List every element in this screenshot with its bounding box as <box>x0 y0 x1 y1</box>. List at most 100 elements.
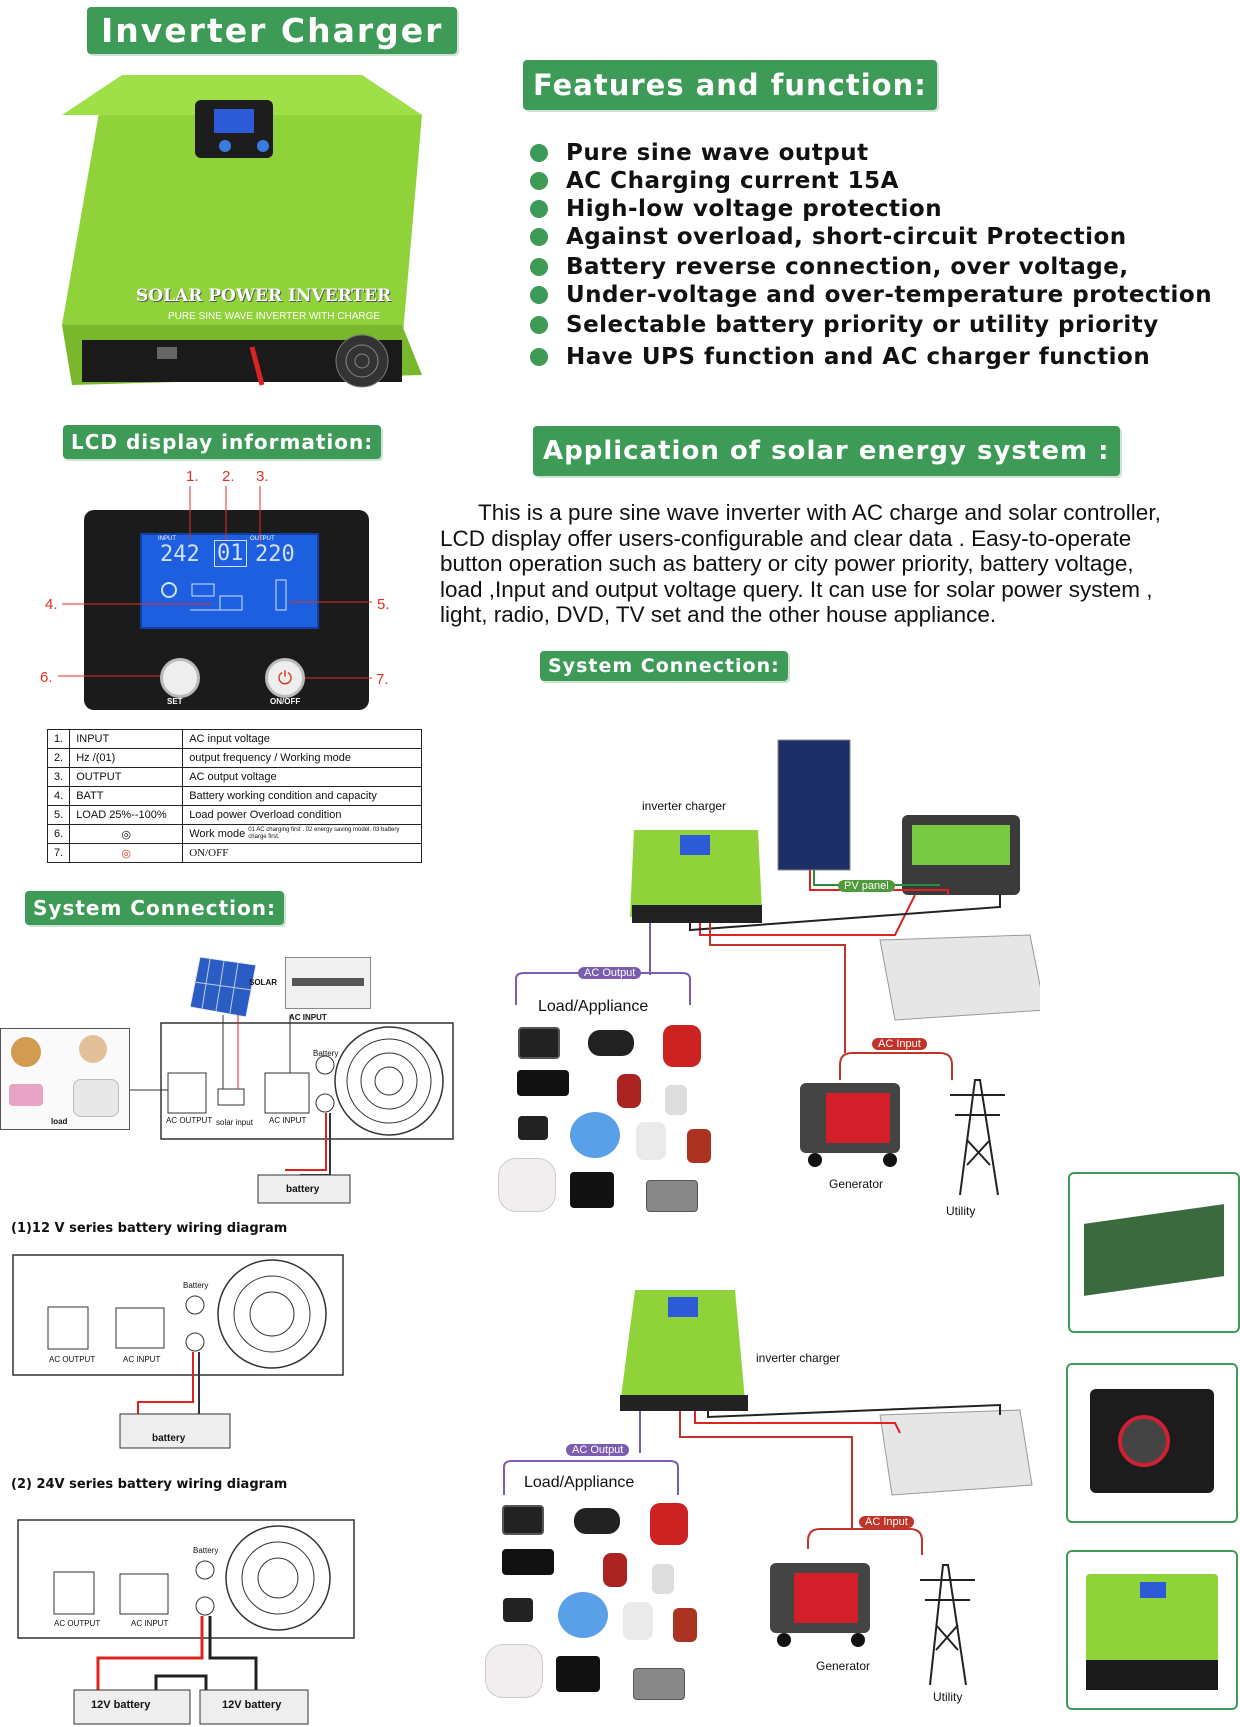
row-name: BATT <box>69 786 184 806</box>
product-subtitle: PURE SINE WAVE INVERTER WITH CHARGE <box>168 311 381 322</box>
breaker-strip <box>292 978 364 986</box>
system-diagram-top <box>515 739 1040 1196</box>
row-name: ◎ <box>69 824 184 844</box>
bullet-icon <box>530 228 548 246</box>
water-kettle-icon <box>636 1122 666 1160</box>
phone-icon <box>518 1116 548 1140</box>
solar-label: SOLAR <box>249 978 277 987</box>
application-line: light, radio, DVD, TV set and the other … <box>440 602 997 627</box>
feature-item: Against overload, short-circuit Protecti… <box>530 224 1127 250</box>
induction-cooker-icon <box>556 1656 600 1692</box>
battery-label-left: Battery <box>313 1049 339 1058</box>
battery-12v-label-b: 12V battery <box>222 1699 282 1711</box>
lcd-icons <box>161 579 287 611</box>
features-title: Features and function: <box>523 60 937 110</box>
product-brand-text: SOLAR POWER INVERTER <box>136 286 392 306</box>
lcd-callout-2: 2. <box>222 468 235 485</box>
system-diagram-bottom <box>503 1290 1033 1686</box>
juicer-icon <box>687 1129 711 1163</box>
microwave-icon <box>646 1180 698 1212</box>
row-note: 01 AC charging first . 02 energy saving … <box>248 827 400 840</box>
ac-output-label-left: AC OUTPUT <box>166 1116 213 1125</box>
rice-cooker-white-icon <box>485 1644 543 1698</box>
lcd-callout-4: 4. <box>45 596 58 613</box>
row-name: Hz /(01) <box>69 748 184 768</box>
feature-item: High-low voltage protection <box>530 196 942 222</box>
ac-input-label-24v: AC INPUT <box>131 1619 169 1628</box>
lcd-input-label: INPUT <box>158 536 176 542</box>
ac-input-pill-bottom: AC Input <box>859 1516 914 1528</box>
bullet-icon <box>530 316 548 334</box>
rice-cooker-icon <box>73 1079 119 1117</box>
table-row: 5.LOAD 25%--100%Load power Overload cond… <box>46 805 423 825</box>
row-num: 1. <box>46 729 71 749</box>
inverter-charger-label-top: inverter charger <box>642 799 727 813</box>
pcb-photo <box>1068 1172 1240 1333</box>
dvd-player-icon <box>517 1070 569 1096</box>
lcd-callout-5: 5. <box>377 596 390 613</box>
hair-dryer-icon <box>588 1030 634 1056</box>
microwave-icon <box>633 1668 685 1700</box>
row-num: 5. <box>46 805 71 825</box>
egg-cooker-icon <box>570 1112 620 1158</box>
application-title: Application of solar energy system : <box>533 426 1120 476</box>
kettle-icon <box>617 1074 641 1108</box>
lcd-callout-lines <box>58 486 372 679</box>
battery-box-label: battery <box>286 1184 320 1195</box>
row-desc: Load power Overload condition <box>182 805 423 825</box>
ac-input-label-left: AC INPUT <box>269 1116 307 1125</box>
rice-cooker-icon <box>663 1025 701 1067</box>
row-num: 4. <box>46 786 71 806</box>
ac-input-label-12v: AC INPUT <box>123 1355 161 1364</box>
inverter-charger-label-bottom: inverter charger <box>756 1351 841 1365</box>
onoff-button-label: ON/OFF <box>270 697 301 706</box>
generator-label-bottom: Generator <box>816 1659 871 1673</box>
load-appliance-label-bottom: Load/Appliance <box>524 1474 635 1491</box>
feature-item: Selectable battery priority or utility p… <box>530 312 1159 338</box>
wiring-12v-caption: (1)12 V series battery wiring diagram <box>11 1221 288 1236</box>
lcd-screen <box>140 533 319 629</box>
feature-item: Under-voltage and over-temperature prote… <box>530 282 1212 308</box>
wiring-12v-diagram <box>12 1254 344 1449</box>
row-num: 7. <box>46 843 71 863</box>
inverter-product-image <box>62 75 422 388</box>
lcd-section-title: LCD display information: <box>63 425 382 459</box>
table-row: 7.◎ON/OFF <box>46 843 423 863</box>
lcd-callout-7: 7. <box>376 671 389 688</box>
breaker-box-icon <box>285 957 371 1009</box>
lcd-output-label: OUTPUT <box>250 536 275 542</box>
lcd-input-readout: 242 <box>160 542 200 567</box>
bulb-icon <box>11 1037 41 1067</box>
bullet-icon <box>530 348 548 366</box>
bullet-icon <box>530 286 548 304</box>
ac-output-pill-top: AC Output <box>578 967 642 979</box>
set-button[interactable] <box>160 658 200 698</box>
row-desc-text: Work mode <box>189 827 246 840</box>
application-line: This is a pure sine wave inverter with A… <box>478 500 1161 525</box>
feature-item: AC Charging current 15A <box>530 168 899 194</box>
row-name: ◎ <box>69 843 184 863</box>
bullet-icon <box>530 144 548 162</box>
ac-output-label-12v: AC OUTPUT <box>49 1355 96 1364</box>
rice-cooker-white-icon <box>498 1158 556 1212</box>
system-connection-title-left: System Connection: <box>25 891 284 925</box>
wiring-24v-caption: (2) 24V series battery wiring diagram <box>11 1477 288 1492</box>
feature-item: Battery reverse connection, over voltage… <box>530 254 1129 280</box>
lcd-callout-6: 6. <box>40 669 53 686</box>
blender-icon <box>665 1085 687 1115</box>
onoff-button[interactable]: ⏻ <box>265 658 305 698</box>
row-name: INPUT <box>69 729 184 749</box>
inverter-rear-panel <box>130 1015 454 1204</box>
solar-panel-icon <box>190 957 256 1017</box>
row-num: 3. <box>46 767 71 787</box>
transformer <box>1118 1415 1170 1467</box>
application-description: This is a pure sine wave inverter with A… <box>440 500 1230 628</box>
lcd-output-readout: 220 <box>255 542 295 567</box>
application-line: LCD display offer users-configurable and… <box>440 525 1132 551</box>
system-connection-title: System Connection: <box>540 651 788 681</box>
kettle-icon <box>603 1553 627 1587</box>
row-name: LOAD 25%--100% <box>69 805 184 825</box>
